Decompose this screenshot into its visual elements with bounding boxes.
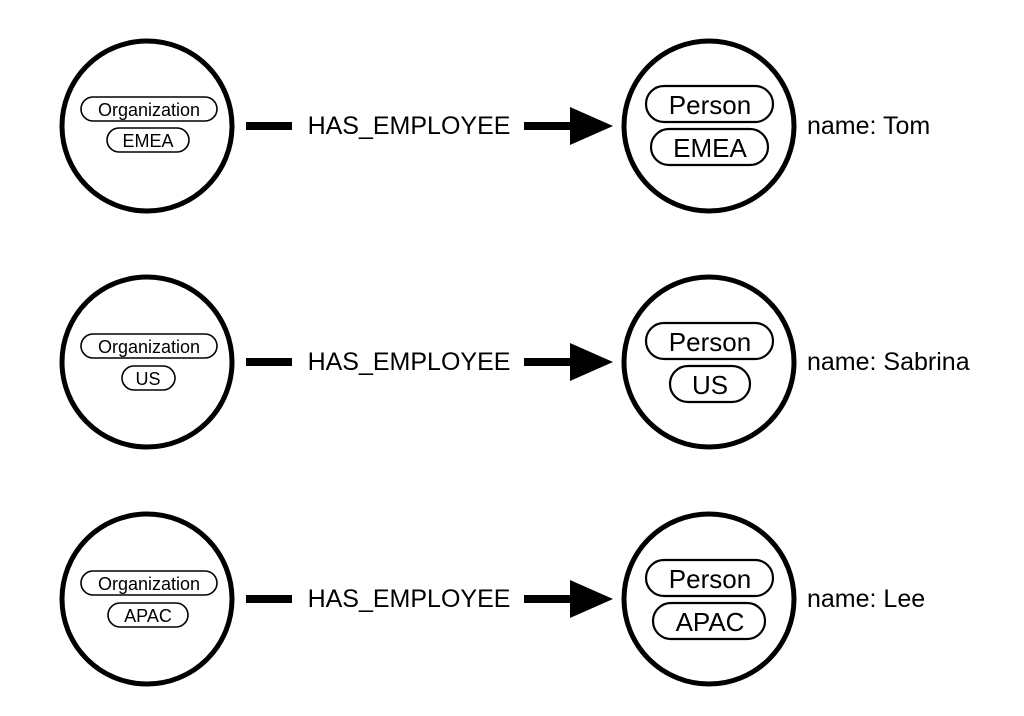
- region-label: EMEA: [673, 133, 747, 163]
- region-label: APAC: [676, 607, 745, 637]
- name-property: name: Lee: [807, 585, 925, 613]
- person-label: Person: [669, 327, 751, 357]
- region-label: US: [692, 370, 728, 400]
- person-label: Person: [669, 564, 751, 594]
- name-property: name: Tom: [807, 112, 930, 140]
- organization-label: Organization: [98, 100, 200, 120]
- relationship-label: HAS_EMPLOYEE: [308, 348, 511, 376]
- organization-label: Organization: [98, 574, 200, 594]
- relationship-label: HAS_EMPLOYEE: [308, 112, 511, 140]
- organization-node: Organization US: [59, 274, 235, 450]
- arrow-head-icon: [570, 343, 613, 381]
- region-label: APAC: [124, 606, 172, 626]
- person-node: Person APAC: [621, 511, 797, 687]
- person-node: Person US: [621, 274, 797, 450]
- relationship-row: Organization US HAS_EMPLOYEE Person US n…: [59, 274, 970, 450]
- has-employee-edge: HAS_EMPLOYEE: [246, 580, 613, 618]
- region-label: US: [135, 369, 160, 389]
- organization-node: Organization APAC: [59, 511, 235, 687]
- person-label: Person: [669, 90, 751, 120]
- region-label: EMEA: [122, 131, 173, 151]
- arrow-head-icon: [570, 580, 613, 618]
- organization-label: Organization: [98, 337, 200, 357]
- has-employee-edge: HAS_EMPLOYEE: [246, 107, 613, 145]
- relationship-row: Organization APAC HAS_EMPLOYEE Person AP…: [59, 511, 925, 687]
- relationship-label: HAS_EMPLOYEE: [308, 585, 511, 613]
- name-property: name: Sabrina: [807, 348, 970, 376]
- relationship-row: Organization EMEA HAS_EMPLOYEE Person EM…: [59, 38, 930, 214]
- organization-node: Organization EMEA: [59, 38, 235, 214]
- person-node: Person EMEA: [621, 38, 797, 214]
- arrow-head-icon: [570, 107, 613, 145]
- has-employee-edge: HAS_EMPLOYEE: [246, 343, 613, 381]
